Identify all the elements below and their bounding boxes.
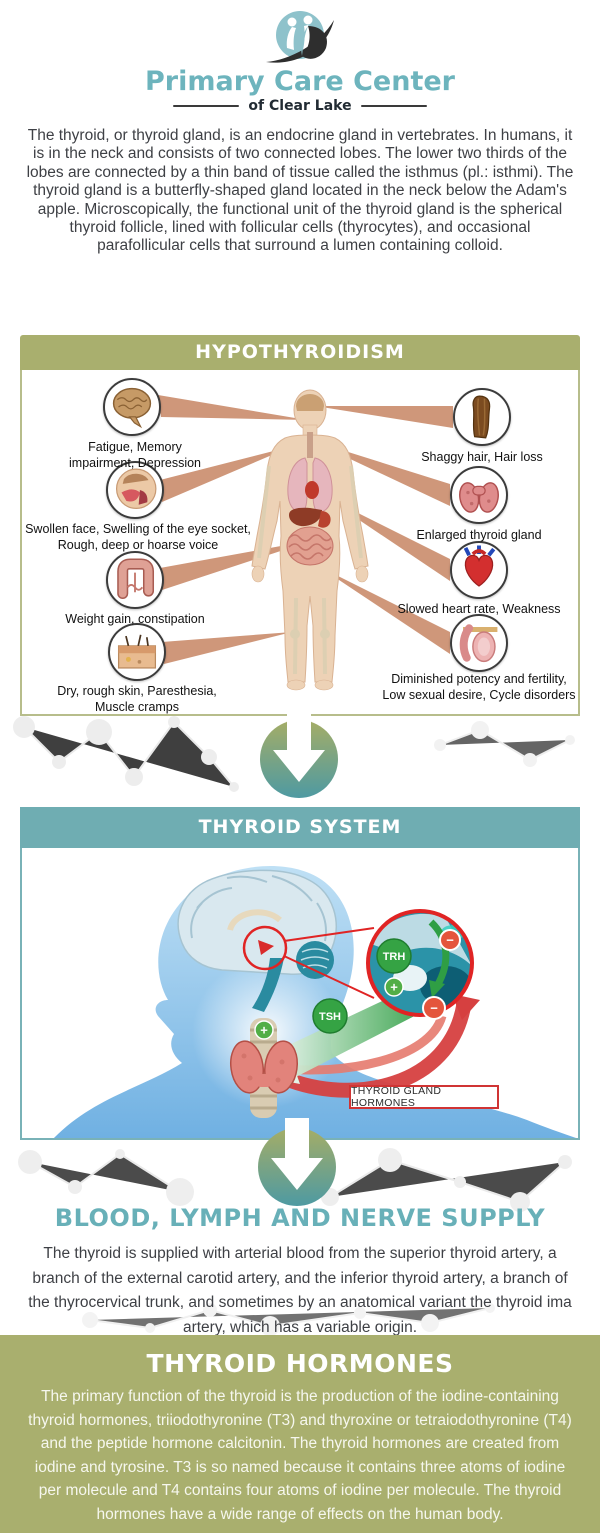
trh-badge: TRH (376, 938, 412, 974)
down-arrow-icon (258, 1118, 336, 1206)
thyroid-system-diagram: TRH TSH + + − (20, 848, 580, 1140)
down-arrow-icon (260, 710, 338, 798)
logo-rule-right (360, 105, 427, 108)
minus-badge: − (439, 929, 461, 951)
connector-lines (158, 395, 453, 664)
thyroid-feedback-illustration: TRH TSH + + − (54, 866, 577, 1138)
thyroid-gland-icon (450, 466, 508, 524)
svg-text:TSH: TSH (319, 1011, 341, 1023)
brain-icon (103, 378, 161, 436)
intro-paragraph: The thyroid, or thyroid gland, is an end… (26, 127, 574, 255)
blood-supply-paragraph: The thyroid is supplied with arterial bl… (28, 1245, 572, 1336)
thyroid-hormones-paragraph: The primary function of the thyroid is t… (28, 1388, 572, 1523)
molecule-pattern (82, 1303, 495, 1336)
symptom-label: Slowed heart rate, Weakness (397, 602, 561, 616)
symptom-label: Enlarged thyroid gland (416, 528, 542, 542)
logo-title: Primary Care Center (145, 66, 455, 97)
reproductive-organs-icon (450, 614, 508, 672)
tsh-badge: TSH (312, 998, 348, 1034)
thyroid-hormones-section: THYROID HORMONES The primary function of… (0, 1335, 600, 1533)
skin-icon (108, 623, 166, 681)
thyroid-system-section: THYROID SYSTEM (20, 807, 580, 1140)
svg-text:−: − (430, 1001, 438, 1016)
molecule-pattern (13, 716, 239, 792)
body-figure (251, 389, 369, 691)
magnifier-link-lines (283, 927, 375, 999)
blood-supply-title: BLOOD, LYMPH AND NERVE SUPPLY (54, 1204, 546, 1232)
logo-rule-left (173, 105, 240, 108)
symptom-label: Diminished potency and fertility, Low se… (382, 672, 576, 702)
hypothyroidism-diagram: Fatigue, Memory impairment, Depression S… (20, 370, 580, 716)
thyroid-hormones-title: THYROID HORMONES (146, 1349, 454, 1378)
svg-text:−: − (446, 933, 454, 948)
clinic-logo: Primary Care Center of Clear Lake (0, 8, 600, 114)
logo-mark-icon (266, 11, 334, 63)
logo-tagline: of Clear Lake (248, 98, 352, 115)
symptom-label: Dry, rough skin, Paresthesia, Muscle cra… (57, 684, 217, 714)
molecule-pattern (434, 721, 575, 767)
plus-badge: + (254, 1020, 274, 1040)
hair-icon (453, 388, 511, 446)
symptom-label: Weight gain, constipation (65, 612, 205, 626)
symptom-label: Fatigue, Memory impairment, Depression (69, 440, 201, 470)
heart-icon (450, 541, 508, 599)
svg-text:TRH: TRH (383, 951, 406, 963)
svg-text:+: + (260, 1023, 268, 1038)
hypothalamus-highlight-circle (242, 925, 288, 971)
symptom-label: Shaggy hair, Hair loss (421, 450, 543, 464)
head-cross-section-icon (106, 461, 164, 519)
svg-text:+: + (390, 980, 398, 995)
intestine-icon (106, 551, 164, 609)
minus-badge: − (422, 996, 446, 1020)
thyroid-system-title: THYROID SYSTEM (20, 807, 580, 848)
hypothyroidism-section: HYPOTHYROIDISM (20, 335, 580, 716)
symptom-label: Swollen face, Swelling of the eye socket… (25, 522, 251, 552)
plus-badge: + (384, 977, 404, 997)
body-figure-with-connectors (158, 389, 453, 691)
hypothyroidism-title: HYPOTHYROIDISM (20, 335, 580, 370)
internal-organs (286, 432, 334, 566)
brain-illustration (177, 869, 337, 1012)
hormones-box: THYROID GLAND HORMONES (349, 1085, 499, 1109)
